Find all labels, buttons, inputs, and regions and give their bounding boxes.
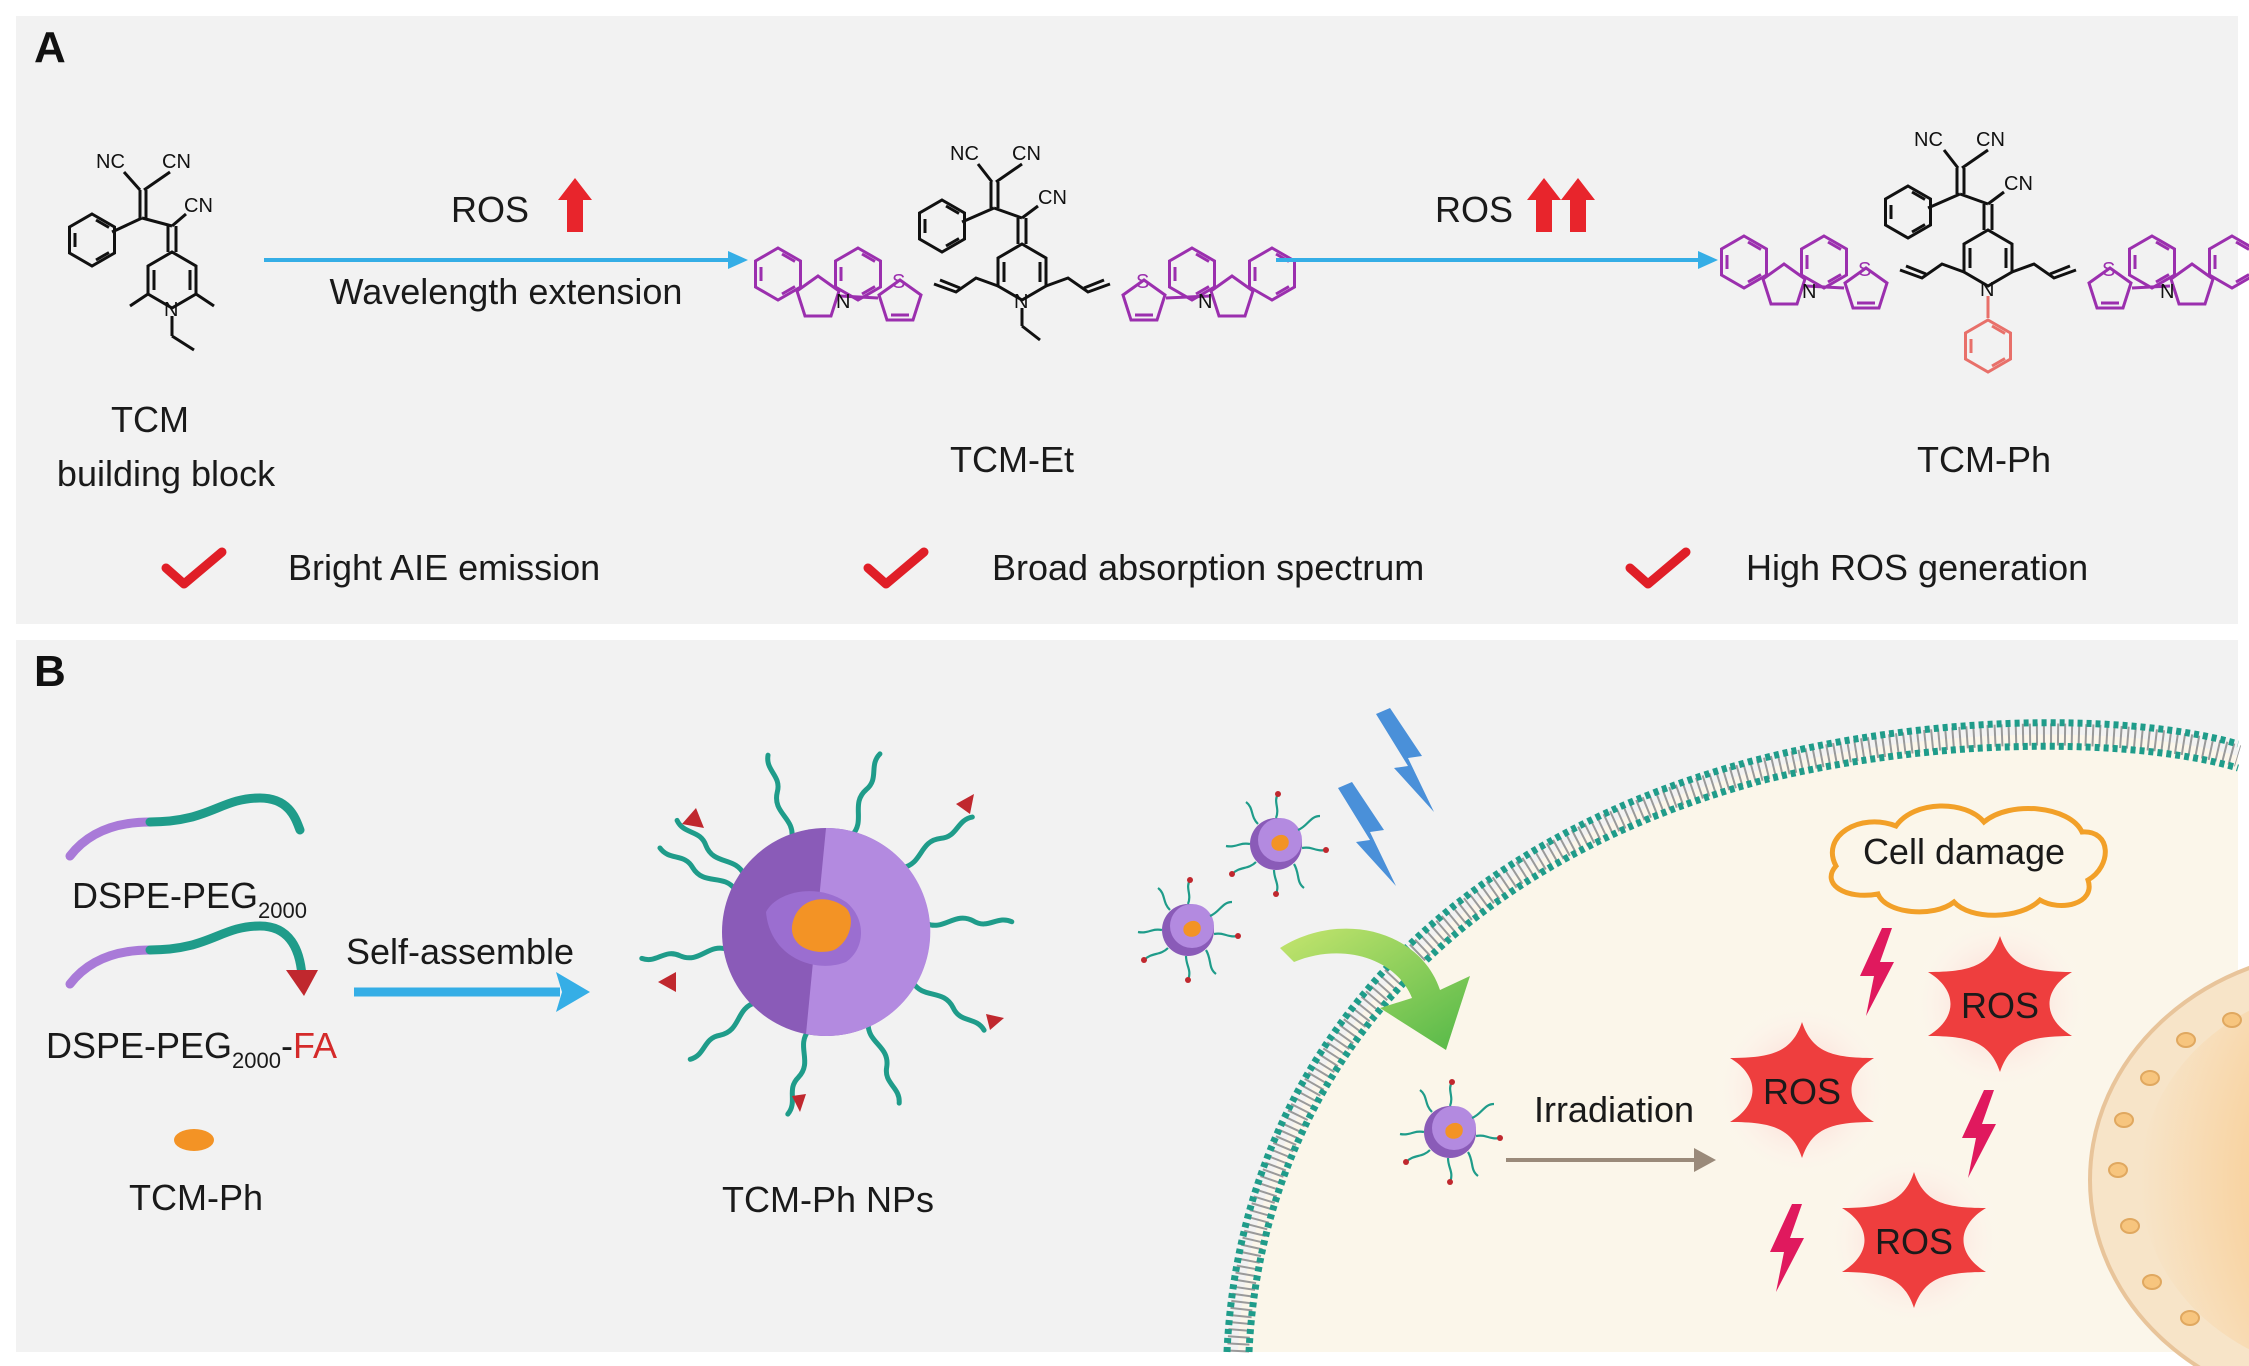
tcm-n-label: N: [164, 299, 178, 321]
tcm-ph-s-label-1: S: [1858, 259, 1871, 281]
tcm-ph-n-label-3: N: [2160, 281, 2174, 303]
tcm-ph-structure: NC CN CN N: [1722, 129, 2249, 374]
check-icon-3: [1625, 547, 1691, 589]
tcm-nc-label: NC: [96, 151, 125, 173]
panel-a-letter: A: [34, 23, 66, 72]
ros-up-arrow-icon-2: [1561, 178, 1595, 232]
tcm-et-nc-label: NC: [950, 143, 979, 165]
dye-icon: [174, 1129, 214, 1151]
ros-up-arrow-icon-1: [1527, 178, 1561, 232]
tcm-cn-label: CN: [162, 151, 191, 173]
peg-label-sub: 2000: [258, 898, 307, 923]
feature-2: Broad absorption spectrum: [992, 547, 1424, 588]
tcm-ph-cn-label-2: CN: [2004, 173, 2033, 195]
ros-star-label-3: ROS: [1875, 1221, 1953, 1262]
cell-damage-label: Cell damage: [1863, 831, 2065, 872]
arrow-2: [1276, 251, 1718, 269]
tcm-et-n-label: N: [1014, 291, 1028, 313]
check-icon-1: [161, 547, 227, 589]
tcm-ph-n-label: N: [1980, 279, 1994, 301]
peg-label: DSPE-PEG2000: [72, 875, 307, 923]
panel-b: B DSPE-PEG2000: [16, 640, 2249, 1366]
tcm-ph-nc-label: NC: [1914, 129, 1943, 151]
ros-star-label-1: ROS: [1961, 985, 2039, 1026]
tcm-ph-name: TCM-Ph: [1917, 439, 2051, 480]
self-assemble-label: Self-assemble: [346, 931, 574, 972]
tcm-name: TCM: [111, 399, 189, 440]
tcm-cn-label-2: CN: [184, 195, 213, 217]
irradiation-label: Irradiation: [1534, 1089, 1694, 1130]
tcm-subtitle: building block: [57, 453, 276, 494]
peg-label-main: DSPE-PEG: [72, 875, 258, 916]
cell-damage-cloud: [1828, 803, 2108, 918]
ros-star-2: ROS: [1710, 998, 1894, 1182]
check-icon-2: [863, 547, 929, 589]
tcm-ph-cn-label: CN: [1976, 129, 2005, 151]
irradiation-arrow: [1506, 1148, 1716, 1172]
ros-up-arrow-icon: [558, 178, 592, 232]
ros-star-label-2: ROS: [1763, 1071, 1841, 1112]
arrow-1-ros-label: ROS: [451, 189, 529, 230]
np-label: TCM-Ph NPs: [722, 1179, 934, 1220]
panel-a: A NC CN CN N TCM building block: [16, 16, 2249, 624]
dye-label: TCM-Ph: [129, 1177, 263, 1218]
peg-fa-label-fa: FA: [293, 1025, 337, 1066]
nanoparticle: [642, 752, 1012, 1116]
peg-chain-icon: [65, 793, 305, 861]
tcm-ph-s-label-2: S: [2102, 259, 2115, 281]
tcm-structure: NC CN CN N: [68, 151, 215, 352]
feature-1: Bright AIE emission: [288, 547, 600, 588]
peg-fa-label: DSPE-PEG2000-FA: [46, 1025, 337, 1073]
cell-membrane: [1223, 719, 2242, 1353]
panel-a-background: [16, 16, 2238, 624]
feature-3: High ROS generation: [1746, 547, 2088, 588]
tcm-et-cn-label-2: CN: [1038, 187, 1067, 209]
ros-star-3: ROS: [1822, 1148, 2006, 1332]
peg-fa-label-sub: 2000: [232, 1048, 281, 1073]
arrow-2-ros-label: ROS: [1435, 189, 1513, 230]
arrow-1: [264, 251, 748, 269]
ros-star-1: ROS: [1908, 912, 2092, 1096]
panel-b-letter: B: [34, 647, 66, 696]
tcm-et-cn-label: CN: [1012, 143, 1041, 165]
peg-fa-chain-icon: [65, 921, 318, 996]
peg-fa-label-dash: -: [281, 1025, 293, 1066]
tcm-et-s-label-1: S: [892, 271, 905, 293]
nucleus: [2088, 966, 2249, 1366]
tcm-et-s-label-2: S: [1136, 271, 1149, 293]
peg-fa-label-main: DSPE-PEG: [46, 1025, 232, 1066]
tcm-et-n-label-2: N: [836, 291, 850, 313]
uptake-arrow: [1280, 928, 1470, 1050]
tcm-et-structure: NC CN CN N: [756, 143, 1295, 342]
self-assemble-arrow: [354, 972, 590, 1012]
tcm-et-n-label-3: N: [1198, 291, 1212, 313]
tcm-ph-n-label-2: N: [1802, 281, 1816, 303]
tcm-et-name: TCM-Et: [950, 439, 1074, 480]
arrow-1-wavelength-label: Wavelength extension: [330, 271, 683, 312]
